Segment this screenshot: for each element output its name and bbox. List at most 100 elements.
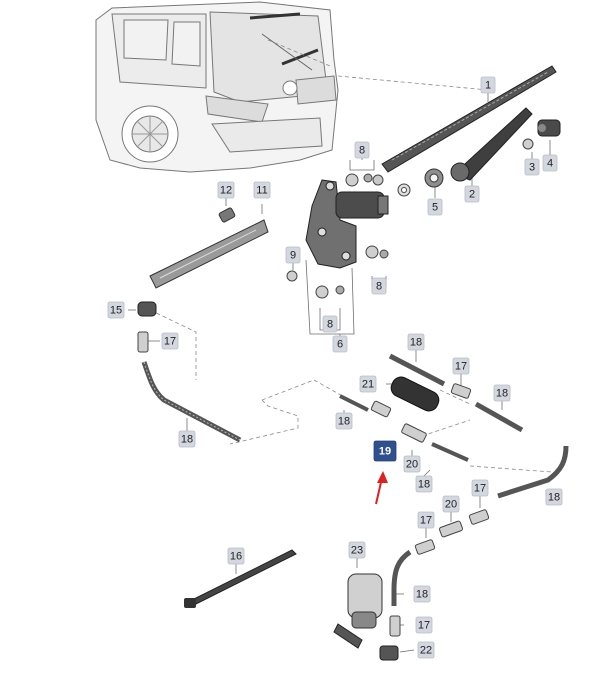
callout-17: 17 [452,357,470,375]
wiper-blade [381,65,557,173]
callout-number: 3 [529,162,535,174]
pump-plug [379,645,399,661]
callout-22: 22 [417,641,435,659]
callout-4: 4 [542,154,558,172]
callout-box [542,154,558,172]
callout-box [415,616,433,634]
protective-sleeve [390,376,440,412]
callout-18: 18 [545,488,563,506]
callout-8: 8 [322,315,338,333]
hose-connector [439,520,463,538]
callout-box [253,181,271,199]
callout-number: 5 [432,202,438,214]
callout-box [524,158,540,176]
callout-number: 18 [418,479,430,491]
callout-box [217,181,235,199]
callout-box [107,301,125,319]
callout-box [285,246,301,264]
callout-6: 6 [332,335,348,353]
hose-connector [137,331,149,353]
callout-8: 8 [354,141,370,159]
callout-number: 1 [485,80,491,92]
callout-1: 1 [480,76,496,94]
callout-box [373,440,397,462]
callout-box [417,641,435,659]
callout-9: 9 [285,246,301,264]
callout-20: 20 [403,455,421,473]
callout-number: 17 [418,620,430,632]
nut [522,138,534,150]
wiper-motor [305,179,389,269]
hose-connector [414,539,436,555]
seal-rings [372,168,444,197]
callout-box [359,375,377,393]
callout-number: 12 [220,185,232,197]
nozzle-valve [370,400,392,418]
bushings [315,173,389,299]
washer-hose [474,401,524,433]
callout-12: 12 [217,181,235,199]
callout-17: 17 [415,616,433,634]
callout-number: 17 [164,336,176,348]
callout-16: 16 [227,547,245,565]
callout-2: 2 [464,185,480,203]
callout-box [227,547,245,565]
callout-box [178,430,196,448]
callout-number: 20 [406,459,418,471]
callout-number: 9 [290,250,296,262]
motor-nut [286,270,298,282]
callout-box [493,384,511,402]
car-rear-illustration [95,1,339,173]
callout-18: 18 [178,430,196,448]
callout-number: 4 [547,158,553,170]
callout-23: 23 [348,541,366,559]
callout-15: 15 [107,301,125,319]
callout-17: 17 [161,332,179,350]
callout-18: 18 [493,384,511,402]
leader-lines [128,39,553,653]
callout-20: 20 [442,495,460,513]
callout-box [427,198,443,216]
callout-number: 2 [469,189,475,201]
callout-number: 21 [362,379,374,391]
trim-clip [218,207,236,223]
callout-5: 5 [427,198,443,216]
callout-number: 22 [420,645,432,657]
callout-number: 18 [338,416,350,428]
washer-hose [339,394,369,412]
callout-number: 8 [376,281,382,293]
callout-number: 18 [410,337,422,349]
callout-number: 18 [181,434,193,446]
washer-pump [333,573,383,649]
callout-box [480,76,496,94]
washer-hose [497,445,569,499]
washer-hose [388,353,446,387]
callout-number: 20 [445,499,457,511]
washer-hose [431,442,469,462]
callout-box [354,141,370,159]
callout-number: 18 [416,589,428,601]
hose-connector [450,383,472,399]
callout-11: 11 [253,181,271,199]
callout-number: 11 [256,185,267,197]
callout-box [322,315,338,333]
callout-number: 8 [327,319,333,331]
washer-hose [391,549,412,606]
callout-box [464,185,480,203]
callout-18: 18 [407,333,425,351]
arm-cap [537,119,561,137]
grommet [137,301,157,317]
callout-18: 18 [415,475,433,493]
parts [137,65,569,661]
callout-box [417,511,435,529]
callout-21: 21 [359,375,377,393]
callout-box [407,333,425,351]
pointer-arrow [375,471,388,505]
callout-number: 15 [110,305,122,317]
callout-number: 18 [496,388,508,400]
callout-17: 17 [417,511,435,529]
hose-connector [468,509,490,525]
hose-connector [389,615,401,637]
